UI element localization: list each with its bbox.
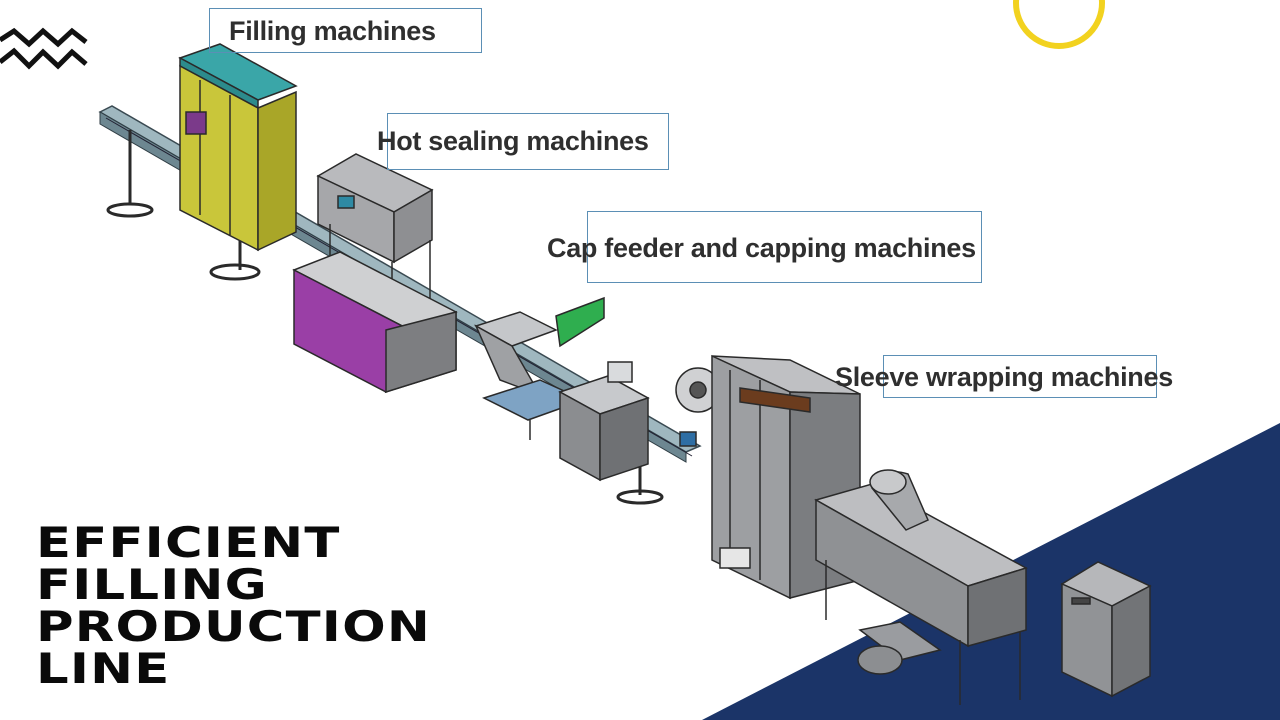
sleeve-wrapping-text: Sleeve wrapping machines	[835, 362, 1173, 392]
filling-machine	[178, 43, 298, 252]
sleeve-wrapping-machine	[675, 354, 861, 600]
headline-line-4: LINE	[36, 644, 171, 693]
cap-feeder-machine	[474, 296, 697, 482]
cap-feeder-text: Cap feeder and capping machines	[547, 233, 976, 263]
headline-line-2: FILLING	[36, 560, 268, 609]
hot-sealing-machines-text: Hot sealing machines	[377, 126, 649, 156]
hot-sealing-machines-label: Hot sealing machines	[377, 113, 669, 170]
conveyor-legs	[106, 130, 664, 505]
sleeve-wrapping-label: Sleeve wrapping machines	[835, 355, 1173, 398]
filling-machines-text: Filling machines	[229, 16, 436, 46]
headline-line-1: EFFICIENT	[36, 518, 341, 567]
production-line-illustration	[98, 43, 1152, 705]
yellow-ring-icon	[1013, 0, 1105, 49]
electrical-cabinet	[1060, 561, 1152, 698]
cap-feeder-label: Cap feeder and capping machines	[547, 211, 982, 283]
hot-sealing-machine	[292, 153, 458, 394]
filling-machines-label: Filling machines	[209, 8, 482, 53]
headline: EFFICIENT FILLING PRODUCTION LINE	[36, 522, 431, 690]
shrink-tunnel	[814, 469, 1028, 705]
headline-line-3: PRODUCTION	[36, 602, 431, 651]
zigzag-decoration-icon	[0, 27, 88, 70]
